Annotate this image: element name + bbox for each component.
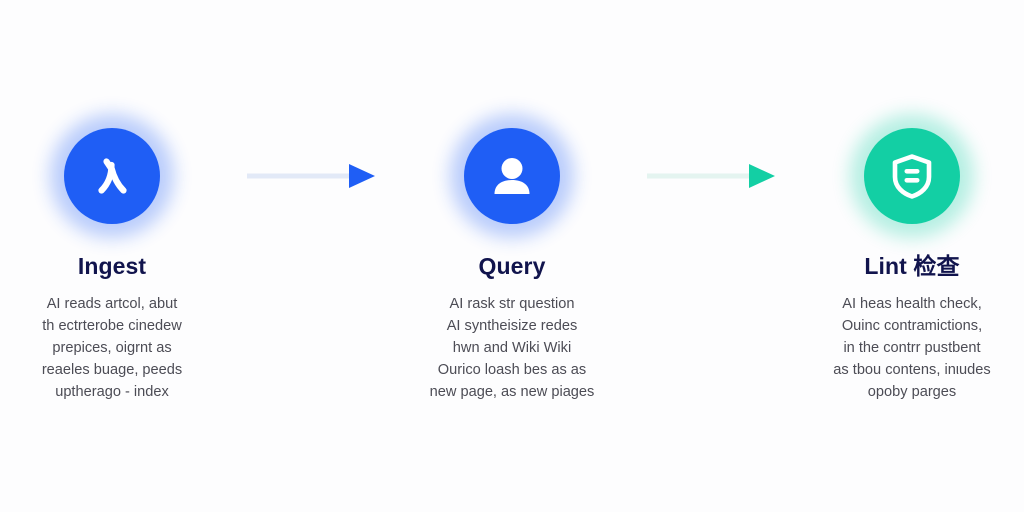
lint-desc-line: AI heas health check, bbox=[842, 296, 982, 313]
ingest-desc-line: uptherago - index bbox=[55, 384, 169, 401]
ingest-desc-line: prepices, oigrnt as bbox=[52, 340, 172, 357]
pipeline-step-ingest[interactable]: Ingest AI reads artcol, abut th ectrtero… bbox=[0, 114, 242, 403]
pipeline-row: Ingest AI reads artcol, abut th ectrtero… bbox=[0, 114, 1024, 403]
query-description: AI rask str question AI syntheisize rede… bbox=[397, 293, 627, 403]
ingest-description: AI reads artcol, abut th ectrterobe cine… bbox=[0, 293, 227, 403]
ingest-badge[interactable] bbox=[64, 128, 160, 224]
lint-desc-line: opoby parges bbox=[867, 384, 957, 401]
query-badge-wrap bbox=[450, 114, 574, 238]
pipeline-step-lint[interactable]: Lint 检查 AI heas health check, Ouinc cont… bbox=[782, 114, 1024, 403]
lint-title: Lint 检查 bbox=[864, 253, 960, 279]
ingest-badge-wrap bbox=[50, 114, 174, 238]
pipeline-step-query[interactable]: Query AI rask str question AI syntheisiz… bbox=[382, 114, 642, 403]
query-desc-line: AI syntheisize redes bbox=[446, 318, 578, 335]
query-badge[interactable] bbox=[464, 128, 560, 224]
arrow-query-to-lint bbox=[642, 128, 782, 224]
ingest-desc-line: AI reads artcol, abut bbox=[46, 296, 178, 313]
lint-desc-line: Ouinc contramictions, bbox=[841, 318, 983, 335]
lint-desc-line: as tbou contens, inιudes bbox=[833, 362, 991, 379]
ingest-desc-line: reaeles buage, peeds bbox=[41, 362, 183, 379]
query-title: Query bbox=[478, 253, 546, 279]
query-desc-line: AI rask str question bbox=[449, 296, 575, 313]
query-desc-line: Ourico loash bes as as bbox=[437, 362, 587, 379]
lint-desc-line: in the contrr pustbent bbox=[843, 340, 981, 357]
ingest-desc-line: th ectrterobe cinedew bbox=[42, 318, 182, 335]
ingest-title: Ingest bbox=[77, 253, 147, 279]
lambda-ru-icon bbox=[85, 149, 139, 203]
arrow-ingest-to-query bbox=[242, 128, 382, 224]
shield-badge-icon bbox=[886, 150, 938, 202]
lint-badge[interactable] bbox=[864, 128, 960, 224]
query-desc-line: new page, as new piages bbox=[429, 384, 595, 401]
query-desc-line: hwn and Wiki Wiki bbox=[452, 340, 572, 357]
user-person-icon bbox=[485, 149, 539, 203]
lint-description: AI heas health check, Ouinc contramictio… bbox=[797, 293, 1024, 403]
lint-badge-wrap bbox=[850, 114, 974, 238]
